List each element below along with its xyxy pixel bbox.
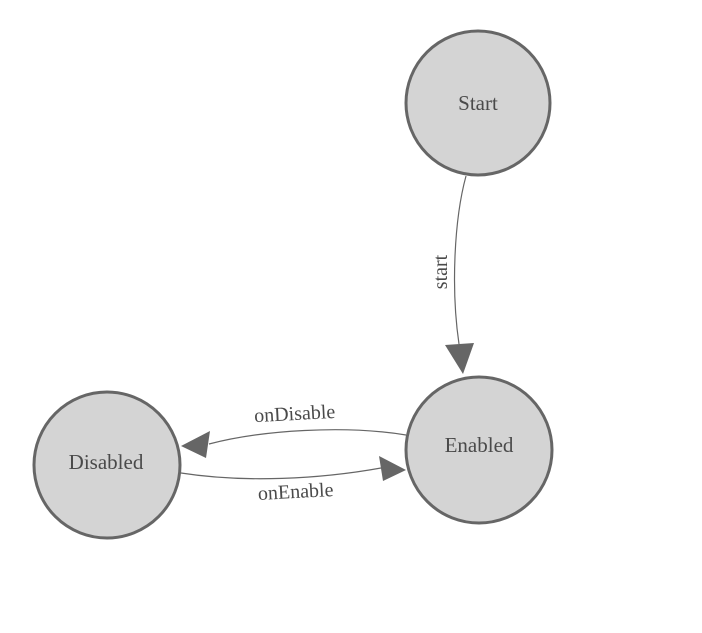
node-circle-enabled	[404, 375, 554, 525]
edge-line-onenable	[180, 467, 382, 480]
arrowhead-icon	[379, 456, 406, 481]
arrowhead-icon	[445, 343, 474, 374]
edge-disabled-to-enabled: onEnable	[180, 456, 406, 505]
state-node-start[interactable]: Start	[404, 29, 552, 177]
edge-line-start	[453, 175, 467, 345]
state-node-enabled[interactable]: Enabled	[404, 375, 554, 525]
edge-label-onenable: onEnable	[257, 479, 334, 505]
node-label-start: Start	[458, 91, 498, 115]
node-circle-start	[404, 29, 552, 177]
edge-line-ondisable	[208, 429, 407, 445]
edge-start-to-enabled: start	[430, 175, 474, 374]
edge-label-start: start	[430, 254, 452, 289]
node-circle-disabled	[32, 390, 182, 540]
arrowhead-icon	[181, 431, 210, 458]
node-label-enabled: Enabled	[445, 433, 514, 457]
edge-enabled-to-disabled: onDisable	[181, 401, 407, 458]
edge-label-ondisable: onDisable	[254, 401, 336, 427]
state-node-disabled[interactable]: Disabled	[32, 390, 182, 540]
node-label-disabled: Disabled	[69, 450, 144, 474]
